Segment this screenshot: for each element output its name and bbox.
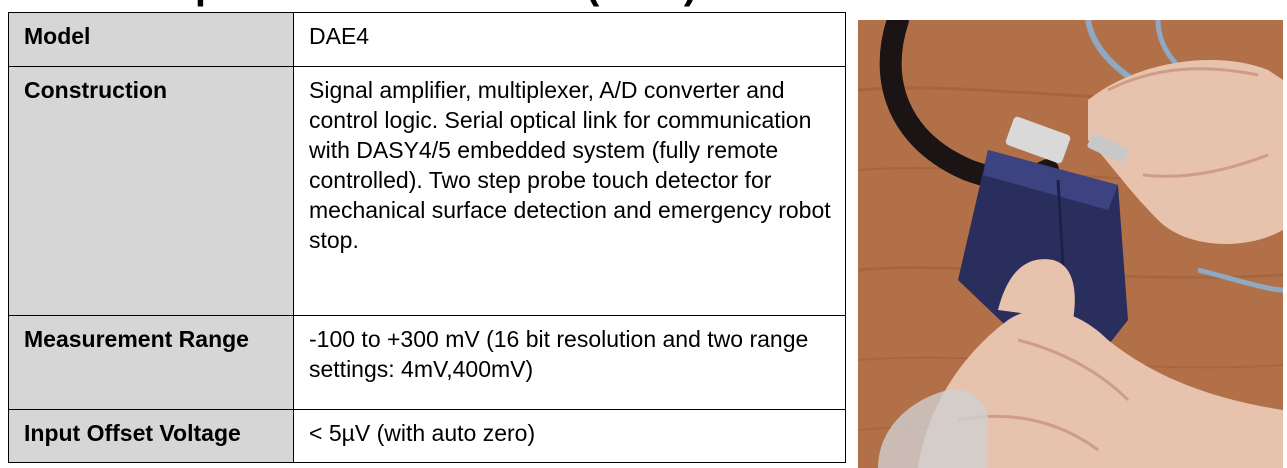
row-value: < 5µV (with auto zero): [293, 409, 846, 463]
row-label: Model: [8, 12, 294, 67]
spec-table: Model DAE4 Construction Signal amplifier…: [8, 12, 846, 463]
row-label: Construction: [8, 66, 294, 316]
row-label: Input Offset Voltage: [8, 409, 294, 463]
upper-hand: [1088, 60, 1283, 244]
table-row-model: Model DAE4: [8, 12, 846, 67]
page-heading: Data Acquisition Electronics (DAE): [34, 0, 697, 8]
photo-illustration: [858, 20, 1283, 468]
blurred-object: [878, 389, 988, 468]
row-label: Measurement Range: [8, 315, 294, 410]
table-row-input-offset-voltage: Input Offset Voltage < 5µV (with auto ze…: [8, 409, 846, 463]
row-value: -100 to +300 mV (16 bit resolution and t…: [293, 315, 846, 410]
page-heading-fragment: Data Acquisition Electronics (DAE): [0, 0, 1287, 8]
row-value: Signal amplifier, multiplexer, A/D conve…: [293, 66, 846, 316]
dae-module-photo: [858, 20, 1283, 468]
row-value: DAE4: [293, 12, 846, 67]
table-row-construction: Construction Signal amplifier, multiplex…: [8, 66, 846, 316]
lower-hand: [918, 309, 1283, 468]
connector: [1005, 116, 1071, 164]
table-row-measurement-range: Measurement Range -100 to +300 mV (16 bi…: [8, 315, 846, 410]
